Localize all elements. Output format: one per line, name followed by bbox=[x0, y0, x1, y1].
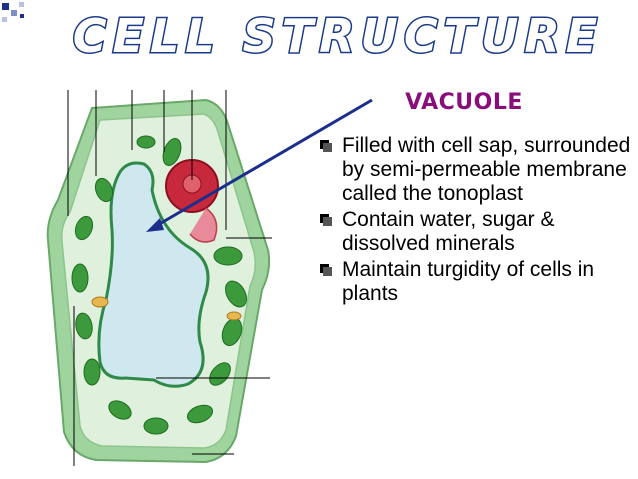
vacuole bbox=[97, 161, 210, 388]
bullet-text: Contain water, sugar & dissolved mineral… bbox=[342, 208, 555, 255]
section-heading: VACUOLE bbox=[405, 90, 523, 115]
bullet-text: Filled with cell sap, surrounded by semi… bbox=[342, 134, 631, 205]
bullet-item: Filled with cell sap, surrounded by semi… bbox=[320, 134, 632, 206]
bullet-item: Maintain turgidity of cells in plants bbox=[320, 258, 632, 306]
bullet-list: Filled with cell sap, surrounded by semi… bbox=[320, 134, 632, 308]
corner-squares-icon bbox=[2, 2, 24, 22]
square-bullet-icon bbox=[320, 214, 332, 226]
plant-cell-diagram bbox=[46, 90, 272, 466]
bullet-text: Maintain turgidity of cells in plants bbox=[342, 258, 595, 305]
square-bullet-icon bbox=[320, 264, 332, 276]
slide-title-text: CELL STRUCTURE bbox=[73, 9, 603, 63]
slide-title: CELL STRUCTURE bbox=[71, 8, 603, 65]
square-bullet-icon bbox=[320, 140, 332, 152]
bullet-item: Contain water, sugar & dissolved mineral… bbox=[320, 208, 632, 256]
